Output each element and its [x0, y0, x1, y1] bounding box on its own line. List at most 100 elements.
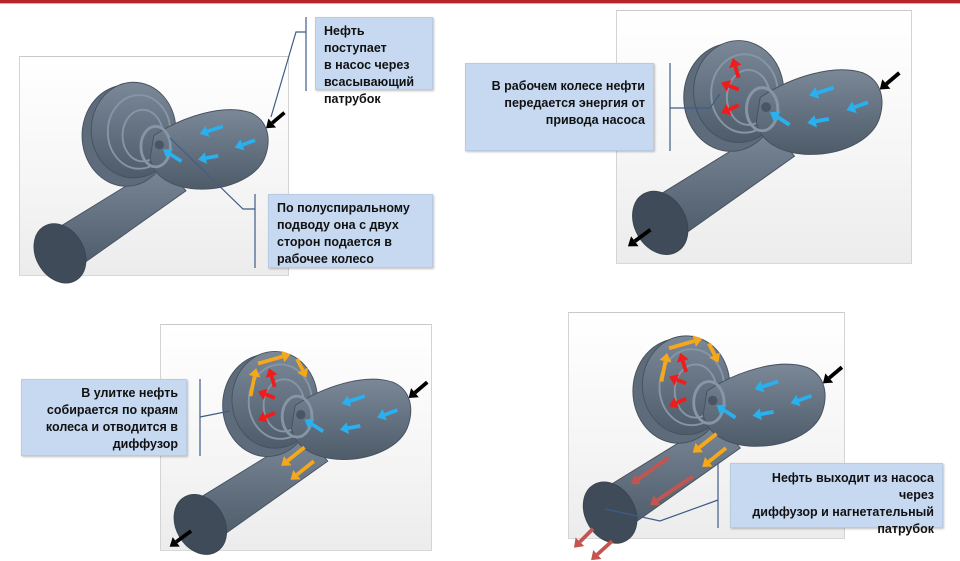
flow-arrows: [169, 350, 429, 547]
panel-impeller: [616, 10, 912, 264]
arrow-head: [627, 236, 639, 247]
arrow-shaft: [707, 446, 728, 464]
volute-arrow: [707, 342, 721, 363]
impeller-arrow: [721, 79, 740, 92]
callout-semi-spiral-inlet: По полуспиральному подводу она с двух ст…: [268, 194, 433, 268]
arrow-head: [716, 404, 727, 415]
arrow-shaft: [286, 445, 306, 463]
arrow-head: [692, 335, 703, 347]
shaft-hub: [745, 86, 780, 133]
suction-arrow: [304, 418, 325, 433]
arrow-head: [709, 352, 721, 363]
arrow-head: [669, 397, 680, 409]
volute-arrow: [290, 459, 315, 480]
arrow-head: [258, 411, 268, 423]
callout-impeller-energy: В рабочем колесе нефти передается энерги…: [465, 63, 654, 151]
arrow-shaft: [733, 65, 741, 79]
suction-arrow: [752, 408, 774, 421]
pipe-outlet-face: [33, 223, 87, 284]
suction-arrow: [807, 115, 830, 128]
impeller-arrow: [721, 103, 740, 116]
arrow-shaft: [295, 459, 315, 477]
arrow-shaft: [384, 408, 399, 417]
arrow-head: [770, 111, 781, 123]
arrow-head: [258, 388, 268, 400]
arrow-head: [807, 115, 817, 128]
arrow-head: [408, 388, 419, 398]
impeller-arrow: [729, 58, 742, 79]
suction-elbow: [702, 363, 826, 447]
arrow-head: [721, 79, 732, 92]
arrow-shaft: [347, 424, 361, 430]
suction-arrow: [199, 124, 224, 137]
impeller-arrow: [669, 396, 687, 409]
arrow-head: [631, 474, 642, 485]
shaft: [296, 410, 306, 420]
volute-arrow: [668, 335, 703, 351]
arrow-head: [169, 537, 180, 547]
suction-arrow: [377, 408, 399, 421]
arrow-shaft: [728, 83, 740, 92]
suction-arrow: [809, 85, 835, 99]
outlet-arrow: [627, 228, 652, 247]
arrow-head: [752, 408, 762, 421]
suction-elbow: [291, 378, 412, 460]
arrow-shaft: [175, 529, 193, 544]
arrow-head: [846, 101, 857, 114]
arrow-shaft: [659, 360, 668, 382]
arrow-head: [248, 368, 261, 378]
arrow-shaft: [413, 380, 429, 395]
arrow-head: [281, 456, 292, 466]
arrow-shaft: [264, 411, 276, 419]
arrow-shaft: [707, 342, 717, 356]
callout-volute: В улитке нефть собирается по краям колес…: [21, 379, 187, 456]
impeller-arrow: [258, 411, 276, 423]
arrow-head: [879, 79, 891, 90]
arrow-head: [692, 442, 704, 453]
arrow-shaft: [206, 124, 224, 134]
arrow-head: [591, 549, 602, 561]
panel-volute: [160, 324, 432, 555]
suction-arrow: [790, 393, 813, 407]
pump-model: [169, 350, 429, 555]
impeller-arrow: [265, 368, 278, 388]
arrow-shaft: [310, 422, 325, 433]
inlet-arrow: [408, 380, 429, 398]
pump-illustration: [33, 81, 286, 284]
arrow-head: [304, 418, 315, 429]
arrow-head: [676, 353, 689, 363]
pump-illustration: [627, 40, 901, 255]
arrow-head: [729, 58, 742, 69]
arrow-head: [721, 103, 732, 116]
inlet-arrow: [822, 365, 844, 384]
arrow-head: [822, 373, 834, 384]
flow-arrows: [627, 58, 901, 247]
impeller-arrow: [669, 374, 687, 386]
pump-illustration: [169, 350, 429, 555]
arrow-head: [297, 367, 309, 378]
shaft: [154, 140, 164, 150]
arrow-shaft: [271, 111, 286, 125]
pipe-outlet-face: [173, 494, 228, 555]
arrow-shaft: [728, 103, 740, 112]
arrow-shaft: [578, 527, 595, 544]
volute-arrow: [702, 446, 728, 467]
arrow-head: [659, 353, 672, 363]
arrow-shaft: [205, 154, 219, 160]
arrow-shaft: [248, 375, 257, 397]
arrow-head: [339, 422, 349, 434]
inlet-arrow: [879, 71, 901, 90]
suction-arrow: [770, 111, 791, 127]
pump-illustration: [574, 335, 844, 561]
suction-arrow: [339, 422, 361, 434]
arrow-shaft: [853, 100, 869, 110]
arrow-head: [199, 125, 210, 137]
suction-arrow: [846, 100, 869, 114]
arrow-shaft: [828, 365, 844, 380]
volute-arrow: [692, 432, 718, 453]
pump-model: [627, 40, 901, 255]
shaft-hub: [280, 394, 314, 439]
arrow-head: [809, 86, 820, 99]
volute-arrow: [281, 445, 306, 466]
pump-model: [574, 335, 844, 561]
